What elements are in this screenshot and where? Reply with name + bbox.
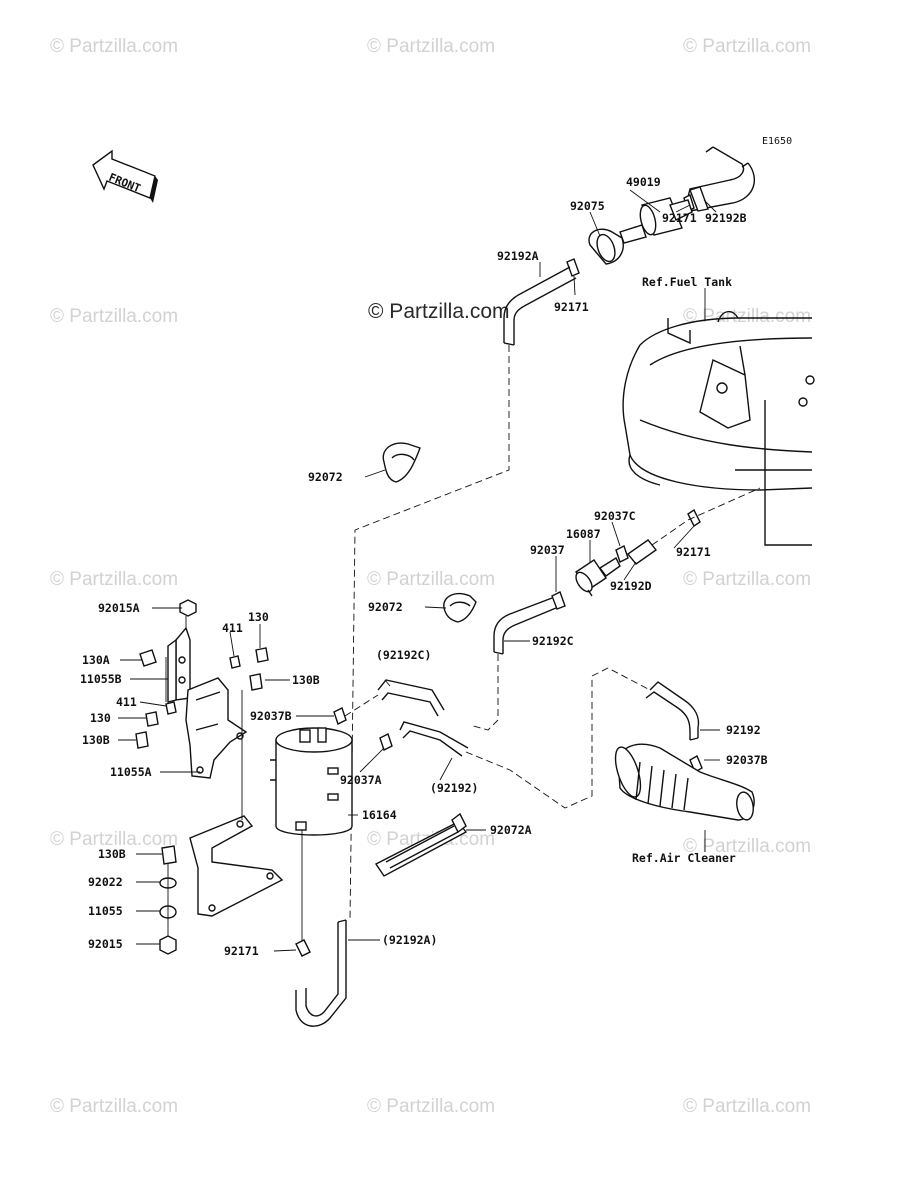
part-label: 92037	[530, 543, 565, 557]
canister-16164	[270, 727, 353, 836]
part-label: 411	[222, 621, 243, 635]
bolt-130B-top	[249, 673, 263, 691]
bolt-130B-mid	[135, 731, 149, 749]
hose-92192A	[503, 266, 577, 345]
watermark: © Partzilla.com	[683, 569, 811, 590]
clamp-92171-low	[295, 939, 311, 957]
watermark: © Partzilla.com	[50, 829, 178, 850]
part-label: 92171	[554, 300, 589, 314]
part-label: 92072A	[490, 823, 532, 837]
watermark: © Partzilla.com	[367, 1096, 495, 1117]
hose-92192D	[626, 539, 658, 565]
ref-fuel-tank-label: Ref.Fuel Tank	[642, 275, 732, 289]
part-label: 92075	[570, 199, 605, 213]
clamp-92037C	[615, 545, 629, 563]
watermark: © Partzilla.com	[683, 306, 811, 327]
hose-92192C	[493, 597, 557, 654]
part-label: 92171	[224, 944, 259, 958]
part-label: 49019	[626, 175, 661, 189]
hose-92192A-lower	[295, 920, 347, 1027]
part-label: 130B	[98, 847, 126, 861]
bracket-11055	[189, 815, 284, 917]
part-label: 92015A	[98, 601, 140, 615]
part-label: 11055A	[110, 765, 152, 779]
holder-92075	[588, 228, 624, 265]
part-label: 130A	[82, 653, 110, 667]
clamp-92037A	[379, 733, 393, 751]
part-label: 92072	[308, 470, 343, 484]
part-label: 11055B	[80, 672, 122, 686]
part-labels: 49019 92075 92192B 92171 92192A 92171 92…	[80, 175, 768, 958]
bracket-11055A	[185, 677, 248, 779]
front-arrow-icon: FRONT	[92, 149, 158, 203]
clamp-92171-right	[687, 508, 701, 528]
clamp-92037B-left	[333, 707, 347, 725]
part-label: 92192	[726, 723, 761, 737]
watermark: © Partzilla.com	[50, 569, 178, 590]
part-label: 92037C	[594, 509, 636, 523]
clamp-92037	[551, 591, 566, 610]
part-label: 92037B	[726, 753, 768, 767]
bolt-130-top	[255, 647, 269, 663]
fasteners	[135, 599, 269, 955]
part-label: 130B	[82, 733, 110, 747]
watermark: © Partzilla.com	[50, 306, 178, 327]
fuel-tank	[622, 311, 815, 546]
part-label: 130B	[292, 673, 320, 687]
nut-92015A	[179, 599, 197, 617]
part-label: 130	[90, 711, 111, 725]
part-label: 92037B	[250, 709, 292, 723]
part-label: (92192A)	[382, 933, 437, 947]
nut-92015	[159, 935, 177, 955]
leader-lines	[118, 189, 720, 952]
watermark: © Partzilla.com	[683, 1096, 811, 1117]
bolt-130-mid	[145, 711, 159, 727]
part-label: 92072	[368, 600, 403, 614]
bracket-11055B	[167, 626, 191, 703]
part-label: 92037A	[340, 773, 382, 787]
watermark: © Partzilla.com	[367, 569, 495, 590]
air-cleaner-duct	[614, 743, 755, 821]
watermark: © Partzilla.com	[367, 36, 495, 57]
hose-92192C-b	[377, 679, 445, 717]
bolt-130B-low	[161, 845, 177, 865]
part-label: 411	[116, 695, 137, 709]
washer-411-top	[229, 655, 241, 669]
part-label: 92192C	[532, 634, 574, 648]
part-label: 92192B	[705, 211, 747, 225]
part-label: 92171	[676, 545, 711, 559]
hose-92192	[645, 681, 700, 740]
part-label: (92192C)	[376, 648, 431, 662]
part-label: 92192D	[610, 579, 652, 593]
watermark: © Partzilla.com	[50, 1096, 178, 1117]
bolt-130A	[139, 649, 157, 667]
clip-92072-upper	[382, 442, 421, 483]
part-label: 16164	[362, 808, 397, 822]
washer-411-mid	[165, 701, 177, 715]
part-label: 92192A	[497, 249, 539, 263]
watermark: © Partzilla.com	[683, 36, 811, 57]
part-label: 92015	[88, 937, 123, 951]
part-label: 92022	[88, 875, 123, 889]
part-label: 130	[248, 610, 269, 624]
watermark: © Partzilla.com	[50, 36, 178, 57]
clip-92072-lower	[443, 592, 477, 623]
diagram-code: E1650	[762, 136, 792, 147]
valve-16087	[575, 556, 621, 597]
watermark-grid: © Partzilla.com © Partzilla.com © Partzi…	[50, 36, 811, 1117]
ref-air-cleaner-label: Ref.Air Cleaner	[632, 851, 736, 865]
watermark: © Partzilla.com	[683, 836, 811, 857]
hose-92192B	[687, 146, 756, 212]
part-label: 92171	[662, 211, 697, 225]
strap-92072A	[374, 812, 468, 877]
hose-92192-b	[399, 721, 469, 757]
part-label: 16087	[566, 527, 601, 541]
fuel-filter-49019	[619, 197, 693, 244]
part-label: 11055	[88, 904, 123, 918]
part-label: (92192)	[430, 781, 478, 795]
clamp-92171-mid	[566, 258, 580, 277]
watermark-main: © Partzilla.com	[368, 300, 510, 323]
